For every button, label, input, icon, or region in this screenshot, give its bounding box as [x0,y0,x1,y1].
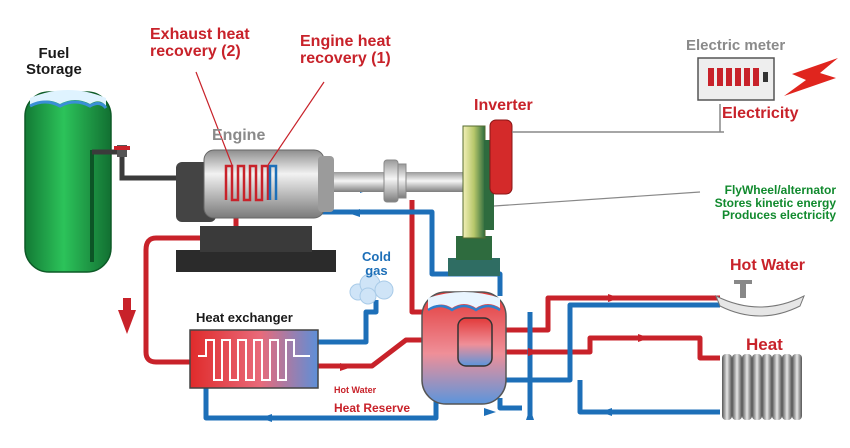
flywheel-line-2: Stores kinetic energy [714,195,836,210]
engine-heat-recovery-label: Engine heat recovery (1) [300,33,391,68]
flywheel-label: FlyWheel/alternator Stores kinetic energ… [686,184,836,222]
exhaust-heat-line-2: recovery (2) [150,42,241,60]
engine-label: Engine [212,127,266,144]
inverter-unit [489,119,513,195]
exhaust-heat-recovery-label: Exhaust heat recovery (2) [150,26,250,61]
electric-meter-label: Electric meter [686,37,786,54]
engine-heat-line-2: recovery (1) [300,49,391,67]
exhaust-heat-callout-line [195,71,233,166]
inverter-label: Inverter [474,97,533,114]
electric-meter [697,57,775,101]
lightning-bolt-icon [784,58,838,96]
hot-water-small-label: Hot Water [334,385,377,395]
cold-pipes [203,176,720,421]
exhaust-heat-line-1: Exhaust heat [150,26,250,43]
cold-gas-label: Cold gas [362,250,391,277]
engine-heat-recovery-coil [224,164,278,202]
heat-reserve-tank [421,291,507,405]
hot-water-label: Hot Water [730,257,805,274]
drive-shaft [334,159,464,203]
fuel-storage-label: Fuel Storage [26,46,82,78]
fuel-storage-tank [24,90,196,273]
fuel-storage-line-2: Storage [26,60,82,78]
hot-water-sink [715,280,805,317]
fuel-valve [114,145,130,157]
engine-heat-line-1: Engine heat [300,33,391,50]
flywheel-line-1: FlyWheel/alternator [724,183,836,197]
cold-gas-line-2: gas [365,262,388,278]
cold-gas-line-1: Cold [362,249,391,264]
flywheel-line-3: Produces electricity [721,208,836,223]
electricity-label: Electricity [722,105,799,122]
cold-gas-cloud [349,273,394,305]
flywheel-alternator [448,125,500,276]
heat-exchanger [189,329,319,389]
heat-reserve-label: Heat Reserve [334,401,411,415]
flywheel-callout-line [493,191,701,207]
heat-label: Heat [746,335,783,354]
fuel-storage-line-1: Fuel [38,45,70,62]
heat-exchanger-label: Heat exchanger [196,310,293,325]
engine-heat-callout-line [267,81,325,166]
heat-radiator [722,354,802,420]
